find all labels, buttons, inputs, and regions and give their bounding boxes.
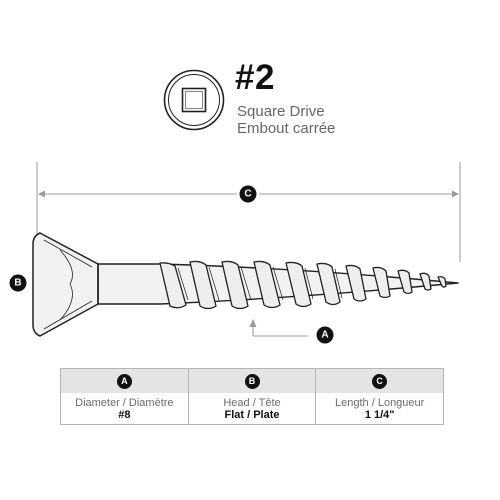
length-dimension [36,162,461,262]
spec-marker-a: A [116,373,132,389]
spec-value: 1 1/4" [364,409,395,421]
square-drive-icon [163,69,225,131]
spec-label: Length / Longueur [335,397,425,409]
drive-size: #2 [235,58,275,97]
length-marker-c-label: C [244,189,251,200]
screw-diagram: C B A [9,162,461,344]
diameter-marker-a-label: A [321,330,328,341]
drive-type-french: Embout carrée [237,120,336,137]
spec-header: C [316,369,444,393]
spec-marker-b: B [244,373,260,389]
spec-table: A Diameter / Diamètre #8 B Head / Tête F… [60,368,444,425]
length-marker-c: C [239,185,257,203]
spec-header: A [61,369,188,393]
spec-length: C Length / Longueur 1 1/4" [315,369,444,424]
head-marker-b: B [9,274,27,292]
spec-head-type: B Head / Tête Flat / Plate [187,369,316,424]
spec-header: B [188,369,316,393]
drive-type-english: Square Drive [237,103,325,120]
diameter-indicator-arrow [249,319,308,337]
diameter-marker-a: A [316,326,334,344]
spec-label: Head / Tête [223,397,281,409]
spec-value: Flat / Plate [224,409,280,421]
screw-body [32,232,459,337]
spec-value: #8 [118,409,131,421]
spec-label: Diameter / Diamètre [75,397,174,409]
spec-diameter: A Diameter / Diamètre #8 [61,369,188,424]
head-marker-b-label: B [14,278,21,289]
spec-marker-c: C [372,373,388,389]
